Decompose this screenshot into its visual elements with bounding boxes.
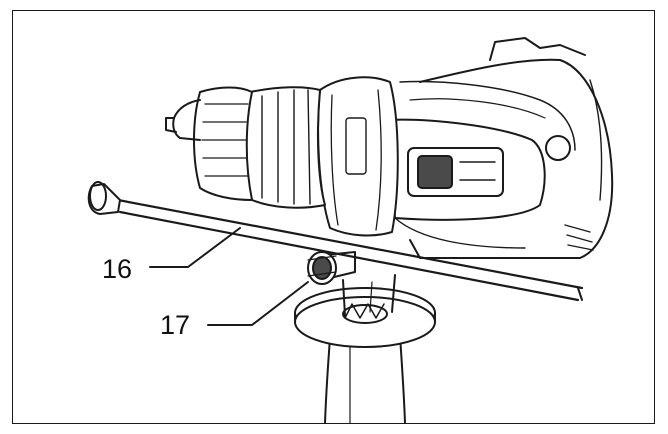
clamp-screw [307,251,356,285]
callout-label-16: 16 [102,254,133,284]
side-handle-grip [324,335,406,424]
clutch-ring [317,76,399,237]
handle-collar [294,287,436,348]
leader-line-17 [207,281,309,326]
leader-line-16 [149,227,241,268]
handle-neck [342,274,396,317]
callout-label-17: 17 [160,310,191,340]
drill-body [387,37,614,259]
drill-chuck [165,86,326,209]
depth-rod [87,181,584,302]
